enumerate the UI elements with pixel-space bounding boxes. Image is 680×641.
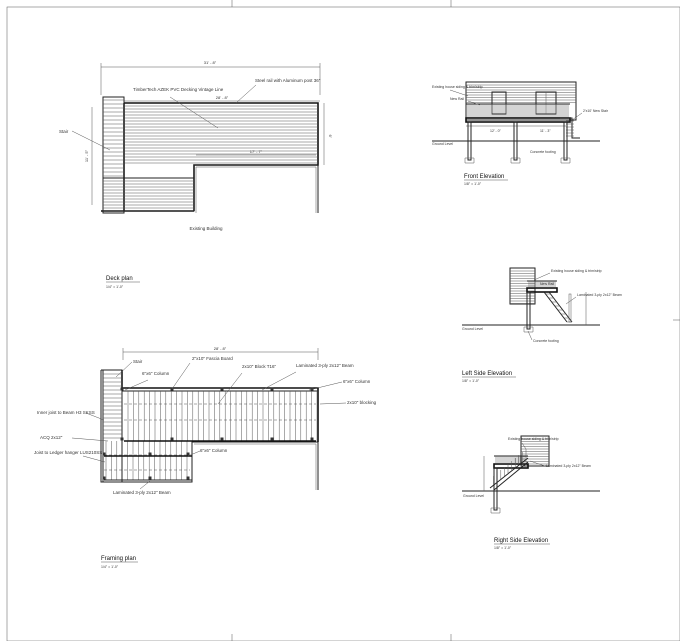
right-callout-existing-siding: Existing house siding & trim/strip xyxy=(508,437,559,441)
deck-dim-left: 11' - 5" xyxy=(84,149,89,162)
deck-dim-lower: 17' - 7" xyxy=(250,149,263,154)
column xyxy=(220,437,224,441)
column xyxy=(148,452,152,456)
column xyxy=(120,387,124,391)
column xyxy=(270,387,274,391)
framing-callout-laminated-beam-bottom: Laminated 3-ply 2x12" Beam xyxy=(113,490,171,495)
deck-dim-right: 6' xyxy=(328,135,333,138)
front-callout-new-rail: New Rail xyxy=(450,97,464,101)
framing-callout-joist-ledger: Joist to Ledger hanger LUS210SS xyxy=(34,450,102,455)
framing-callout-column-top: 6"x6" Column xyxy=(142,371,170,376)
left-callout-footing: Concrete footing xyxy=(533,339,559,343)
deck-plan-scale: 1/4" = 1'-0" xyxy=(106,285,124,289)
framing-callout-laminated-beam: Laminated 3-ply 2x12" Beam xyxy=(296,363,354,368)
left-side-elevation-drawing: Existing house siding & trim/strip New R… xyxy=(462,267,622,383)
right-side-elevation-drawing: Existing house siding & trim/strip Lamin… xyxy=(462,435,600,550)
front-elevation-drawing: 12' - 0" 11' - 3" Existing house siding … xyxy=(432,81,609,186)
framing-callout-blocking: 2x10" blocking xyxy=(347,400,377,405)
front-elevation-scale: 1/8" = 1'-0" xyxy=(464,182,482,186)
framing-callout-column-bottom: 6"x6" Column xyxy=(200,448,228,453)
framing-callout-stair: Stair xyxy=(133,359,143,364)
deck-dim-inner: 28' - 8" xyxy=(216,95,229,100)
column xyxy=(220,387,224,391)
deck-stair xyxy=(102,96,125,214)
existing-building-label: Existing Building xyxy=(189,226,223,231)
left-callout-new-stair: Laminated 3-ply 2x12" Beam xyxy=(577,293,622,297)
front-callout-existing-siding: Existing house siding & trim/strip xyxy=(432,85,483,89)
deck-callout-rail: Steel rail with Aluminum post 36" xyxy=(255,78,321,83)
left-callout-existing-siding: Existing house siding & trim/strip xyxy=(551,269,602,273)
front-callout-footing: Concrete footing xyxy=(530,150,556,154)
column xyxy=(102,476,106,480)
column xyxy=(102,452,106,456)
deck-callout-decking: TimberTech AZEK PVC Decking Vintage Line xyxy=(133,87,224,92)
deck-landing xyxy=(102,177,195,212)
right-elevation-title: Right Side Elevation xyxy=(494,538,548,544)
sheet-border xyxy=(6,6,680,641)
column xyxy=(310,437,314,441)
front-callout-ground: Ground Level xyxy=(432,142,453,146)
framing-callout-block: 2x10" Block T16" xyxy=(242,364,277,369)
column xyxy=(120,437,124,441)
column xyxy=(186,452,190,456)
front-dim-a: 12' - 0" xyxy=(490,129,502,133)
deck-plan-drawing: 31' - 8" 28' - 8" Existing Building 11' … xyxy=(59,60,333,289)
front-callout-stair: 2'x10' New Stair xyxy=(583,109,609,113)
column xyxy=(170,437,174,441)
framing-callout-column-right: 6"x6" Column xyxy=(343,379,371,384)
deck-plan-title: Deck plan xyxy=(106,276,133,282)
column xyxy=(186,476,190,480)
column xyxy=(270,437,274,441)
right-callout-new-stair: Laminated 3-ply 2x12" Beam xyxy=(546,464,591,468)
front-dim-b: 11' - 3" xyxy=(540,129,551,133)
deck-callout-stair: Stair xyxy=(59,129,69,134)
right-callout-ground: Ground Level xyxy=(463,494,484,498)
left-callout-ground: Ground Level xyxy=(462,327,483,331)
framing-plan-title: Framing plan xyxy=(101,556,136,562)
deck-dim-overall: 31' - 8" xyxy=(204,60,217,65)
framing-plan-scale: 1/4" = 1'-0" xyxy=(101,565,119,569)
left-elevation-scale: 1/8" = 1'-0" xyxy=(462,379,480,383)
left-elevation-title: Left Side Elevation xyxy=(462,371,512,377)
left-callout-new-rail: New Rail xyxy=(540,282,554,286)
framing-callout-joist-beam: Inner joist to Beam H3 SKSS xyxy=(37,410,95,415)
front-elevation-title: Front Elevation xyxy=(464,174,504,180)
column xyxy=(148,476,152,480)
framing-callout-acq: ACQ 2x12" xyxy=(40,435,63,440)
column xyxy=(310,387,314,391)
framing-plan-drawing: 28' - 8" Stair 6"x6" Column 2"x10" Fasci… xyxy=(34,346,377,569)
right-elevation-scale: 1/8" = 1'-0" xyxy=(494,546,512,550)
framing-dim-top: 28' - 8" xyxy=(214,346,227,351)
framing-callout-fascia: 2"x10" Fascia Board xyxy=(192,356,233,361)
